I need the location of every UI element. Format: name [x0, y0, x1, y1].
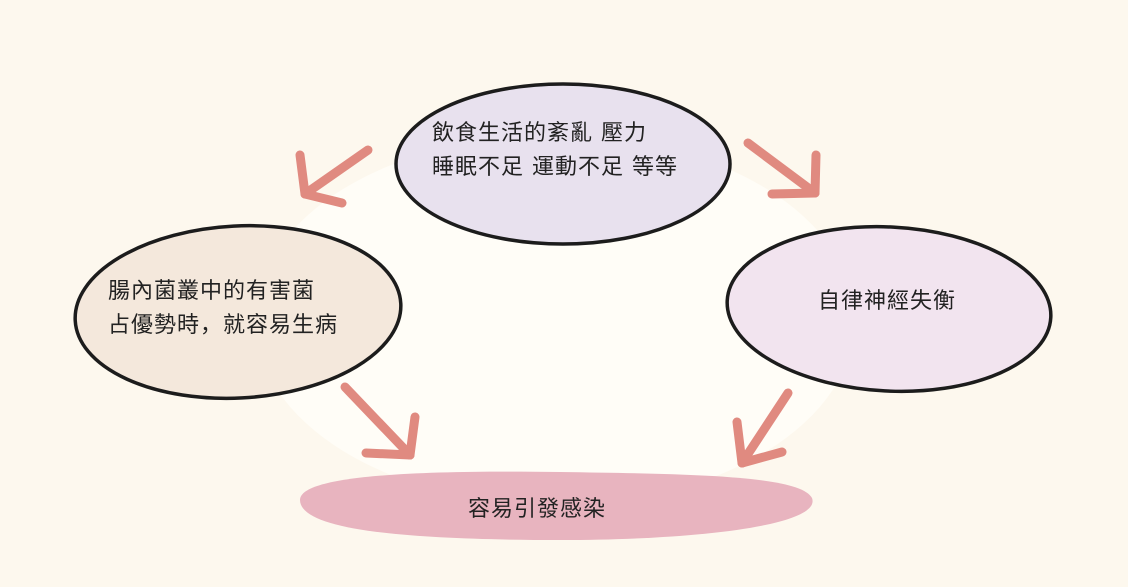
- left-node-line-2: 占優勢時，就容易生病: [108, 309, 338, 343]
- left-node-line-1: 腸內菌叢中的有害菌: [108, 275, 338, 309]
- bottom-node-line-1: 容易引發感染: [468, 493, 606, 527]
- bottom-node-label: 容易引發感染: [468, 493, 606, 527]
- top-node-label: 飲食生活的紊亂 壓力 睡眠不足 運動不足 等等: [432, 117, 678, 185]
- top-node-line-1: 飲食生活的紊亂 壓力: [432, 117, 678, 151]
- top-node-line-2: 睡眠不足 運動不足 等等: [432, 151, 678, 185]
- right-node-label: 自律神經失衡: [818, 285, 956, 319]
- left-node-label: 腸內菌叢中的有害菌 占優勢時，就容易生病: [108, 275, 338, 343]
- right-node-line-1: 自律神經失衡: [818, 285, 956, 319]
